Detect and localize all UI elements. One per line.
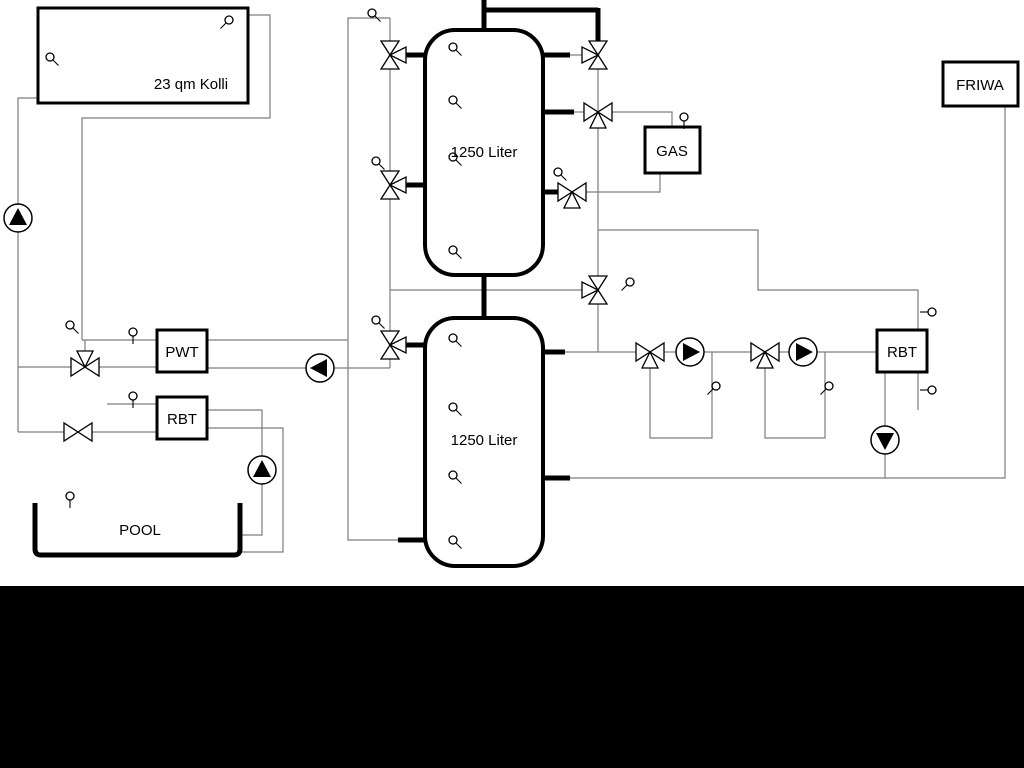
pipe-friwa-return (570, 106, 1006, 479)
three-way-valve-icon (557, 182, 587, 209)
pipe-pool-return-loop (207, 427, 284, 553)
collector-label: 23 qm Kolli (154, 76, 228, 93)
friwa-label: FRIWA (956, 77, 1004, 94)
pump-icon (305, 353, 335, 383)
temperature-sensor-icon (369, 154, 388, 173)
temperature-sensor-icon (817, 379, 836, 398)
rbt-left-label: RBT (167, 411, 197, 428)
pump-icon (675, 337, 705, 367)
temperature-sensor-icon (128, 391, 138, 409)
temperature-sensor-icon (128, 327, 138, 345)
rbt-right-label: RBT (887, 344, 917, 361)
pipe-rbt-right-feed (598, 229, 919, 330)
buffer-tank-bottom (423, 316, 545, 568)
tank-top-label: 1250 Liter (451, 144, 518, 161)
three-way-valve-icon (380, 170, 407, 200)
black-letterbox (0, 586, 1024, 768)
temperature-sensor-icon (63, 318, 82, 337)
friwa-box (941, 60, 1020, 108)
pool-basin (32, 503, 243, 558)
pump-icon (788, 337, 818, 367)
temperature-sensor-icon (618, 275, 637, 294)
three-way-valve-icon (380, 330, 407, 360)
shutoff-valve-icon (63, 422, 93, 442)
temperature-sensor-icon (65, 491, 75, 509)
pipe-gas-return (586, 173, 661, 193)
pool-label: POOL (119, 522, 161, 539)
pump-icon (3, 203, 33, 233)
pipe-collector-return (17, 97, 38, 432)
buffer-tank-top (423, 28, 545, 277)
three-way-valve-icon (635, 342, 665, 369)
pipe-loop2-return (764, 352, 826, 439)
three-way-valve-icon (70, 350, 100, 377)
pipe-loop1-return (649, 352, 713, 439)
piping-network (17, 14, 1006, 553)
temperature-sensor-icon (919, 307, 937, 317)
temperature-sensor-icon (551, 165, 570, 184)
solar-collector-box (36, 6, 250, 105)
pipe-gas-flow (612, 111, 673, 127)
temperature-sensor-icon (704, 379, 723, 398)
gas-boiler-box (643, 125, 702, 175)
labels: 23 qm Kolli 1250 Liter 1250 Liter GAS FR… (119, 76, 1004, 539)
hydraulic-schematic: 23 qm Kolli 1250 Liter 1250 Liter GAS FR… (3, 0, 1020, 568)
three-way-valve-icon (750, 342, 780, 369)
pwt-label: PWT (165, 344, 198, 361)
pwt-heat-exchanger-box (155, 328, 209, 374)
rbt-right-heat-exchanger-box (875, 328, 929, 374)
temperature-sensor-icon (365, 6, 384, 25)
gas-label: GAS (656, 143, 688, 160)
rbt-left-heat-exchanger-box (155, 395, 209, 441)
temperature-sensor-icon (919, 385, 937, 395)
three-way-valve-icon (380, 40, 407, 70)
three-way-valve-icon (581, 40, 608, 70)
pipe-collector-flow (81, 14, 271, 340)
pipe-center-riser (347, 17, 398, 541)
tank-bottom-label: 1250 Liter (451, 432, 518, 449)
temperature-sensor-icon (369, 313, 388, 332)
pump-icon (247, 455, 277, 485)
three-way-valve-icon (581, 275, 608, 305)
components (32, 6, 1020, 568)
pump-icon (870, 425, 900, 455)
